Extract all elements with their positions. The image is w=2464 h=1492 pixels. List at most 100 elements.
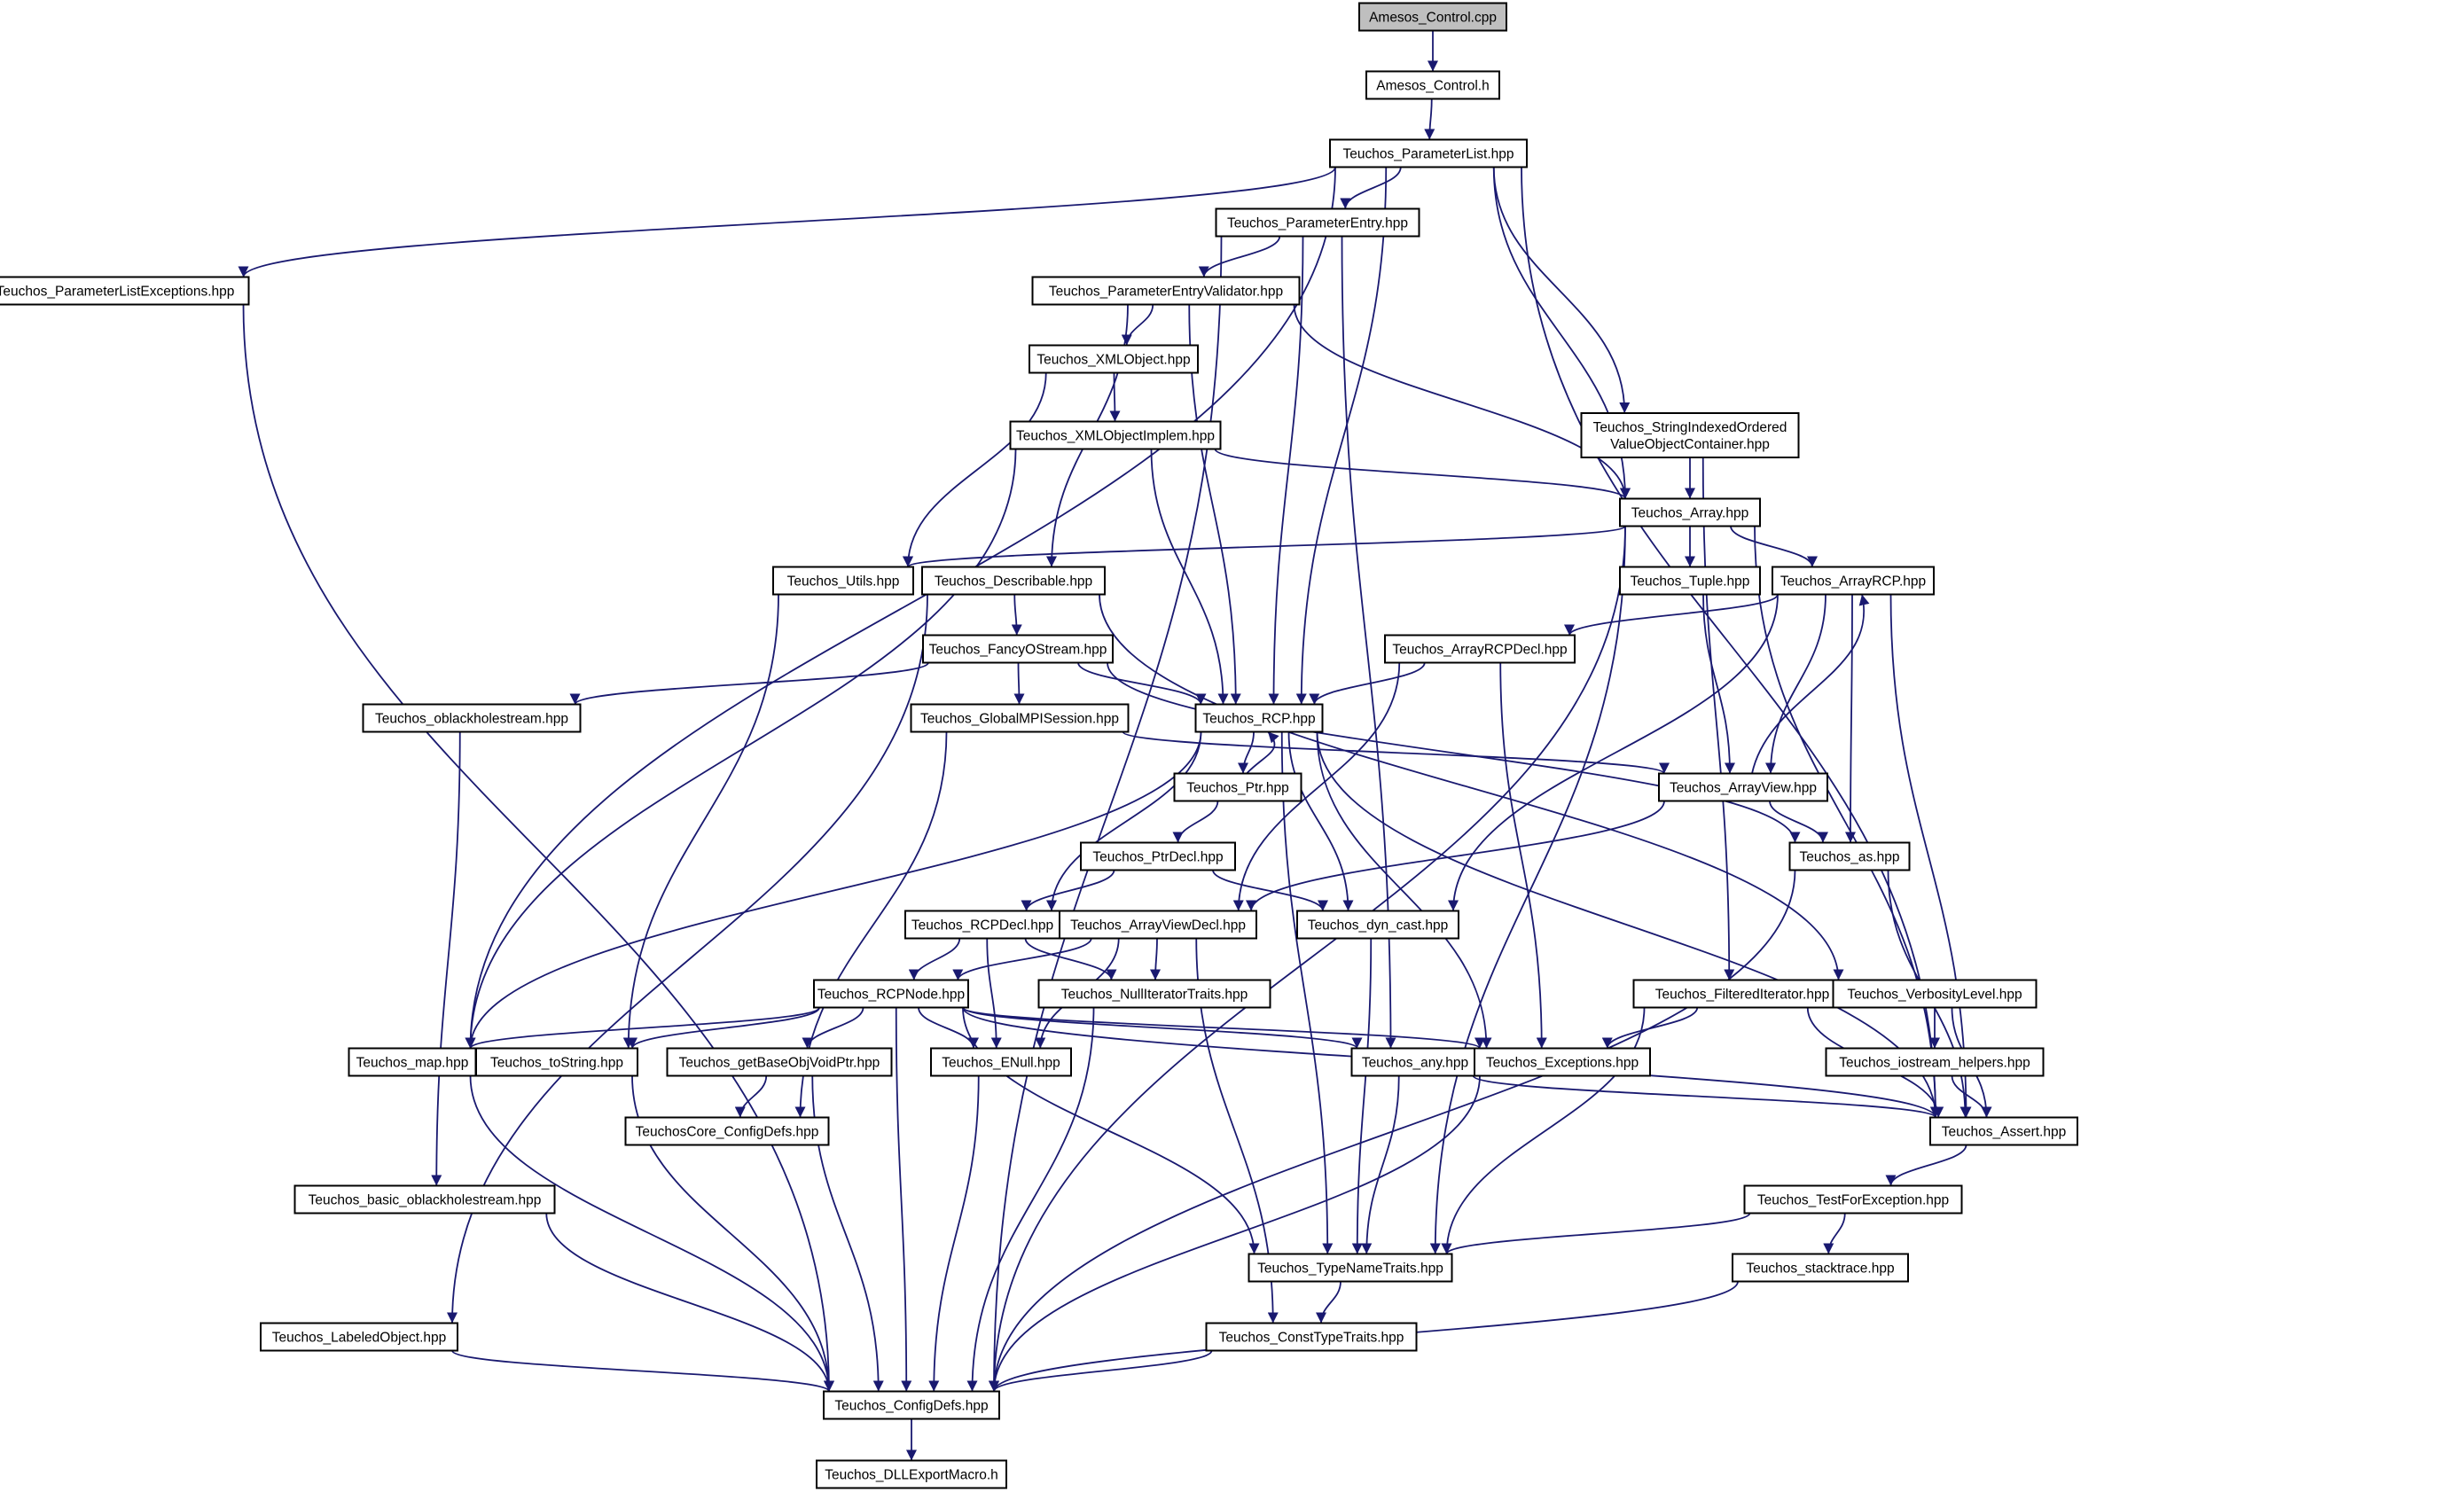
node-box — [260, 1322, 458, 1352]
edge-iostream-helpers-to-assert — [1951, 1075, 1992, 1118]
node-label: Teuchos_ConstTypeTraits.hpp — [1219, 1331, 1404, 1346]
node-arrayrcpdecl: Teuchos_ArrayRCPDecl.hpp — [1384, 634, 1576, 664]
edge-parameterentry-to-rcp — [1268, 236, 1304, 705]
node-parameterlist: Teuchos_ParameterList.hpp — [1329, 138, 1528, 168]
node-label: Teuchos_ParameterEntry.hpp — [1227, 216, 1408, 231]
node-label: Teuchos_ENull.hpp — [942, 1056, 1060, 1071]
node-box — [1029, 344, 1199, 374]
node-assert: Teuchos_Assert.hpp — [1929, 1116, 2078, 1146]
node-label: Amesos_Control.cpp — [1369, 11, 1497, 26]
edge-arrayrcp-to-dyn-cast — [1448, 594, 1779, 911]
edge-oblackholestream-to-basic-oblackholestream — [431, 731, 461, 1186]
node-label: Teuchos_basic_oblackholestream.hpp — [309, 1193, 542, 1208]
edge-arrayrcp-to-assert — [1889, 594, 1972, 1118]
node-box — [1173, 772, 1302, 802]
edge-ptr-to-rcp — [1246, 730, 1279, 775]
node-box — [1194, 703, 1324, 733]
node-rcp: Teuchos_RCP.hpp — [1194, 703, 1324, 733]
edge-arrayviewdecl-to-nulliteratortraits — [1150, 938, 1162, 980]
node-as: Teuchos_as.hpp — [1788, 841, 1911, 871]
edge-basic-oblackholestream-to-configdefs — [545, 1213, 834, 1392]
edge-arrayviewdecl-to-rcpnode — [952, 938, 1092, 980]
node-label: Teuchos_RCPNode.hpp — [817, 988, 965, 1003]
edge-tuple-to-arrayview — [1702, 594, 1735, 774]
node-label: Teuchos_XMLObject.hpp — [1036, 353, 1190, 368]
node-label: Teuchos_TypeNameTraits.hpp — [1257, 1262, 1443, 1277]
node-box — [772, 566, 914, 596]
node-box — [1825, 1047, 2045, 1077]
edge-rcp-to-rcpdecl — [1046, 731, 1202, 911]
node-box — [930, 1047, 1072, 1077]
edge-arrayview-to-arrayviewdecl — [1246, 801, 1665, 911]
node-box — [1732, 1253, 1909, 1283]
edge-array-to-utils — [903, 525, 1626, 568]
node-oblackholestream: Teuchos_oblackholestream.hpp — [362, 703, 582, 733]
edge-ptrdecl-to-dyn-cast — [1212, 870, 1328, 911]
node-iostream-helpers: Teuchos_iostream_helpers.hpp — [1825, 1047, 2045, 1077]
node-filterediterator: Teuchos_FilteredIterator.hpp — [1632, 979, 1852, 1009]
node-map: Teuchos_map.hpp — [348, 1047, 477, 1077]
node-box — [904, 910, 1060, 940]
edge-utils-to-tostring — [622, 594, 779, 1049]
node-label: Teuchos_Describable.hpp — [935, 574, 1092, 590]
node-label: Teuchos_RCP.hpp — [1202, 712, 1315, 727]
node-box — [1619, 497, 1761, 527]
edge-parameterlist-to-map — [465, 167, 1336, 1049]
edge-exceptions-to-configdefs — [989, 1075, 1481, 1392]
edge-rcpnode-to-any — [962, 1006, 1363, 1050]
node-label: Teuchos_PtrDecl.hpp — [1092, 850, 1223, 865]
edge-rcpnode-to-map — [465, 1006, 820, 1050]
edge-rcp-to-typenametraits — [1280, 731, 1334, 1254]
node-label: Teuchos_ArrayViewDecl.hpp — [1070, 918, 1246, 933]
node-box — [475, 1047, 638, 1077]
node-xmlobject: Teuchos_XMLObject.hpp — [1029, 344, 1199, 374]
node-box — [922, 634, 1114, 664]
node-box — [624, 1116, 830, 1146]
node-label: Teuchos_Array.hpp — [1631, 506, 1748, 521]
node-ptr: Teuchos_Ptr.hpp — [1173, 772, 1302, 802]
node-enull: Teuchos_ENull.hpp — [930, 1047, 1072, 1077]
edge-any-to-assert — [1472, 1074, 1941, 1119]
edge-rcpnode-to-enull — [918, 1007, 979, 1049]
dependency-edges — [238, 30, 1992, 1461]
node-dllexportmacro: Teuchos_DLLExportMacro.h — [816, 1459, 1007, 1489]
edge-array-to-configdefs — [989, 526, 1626, 1392]
edge-nulliteratortraits-to-configdefs — [966, 1007, 1095, 1392]
node-box — [1329, 138, 1528, 168]
edge-describable-to-fancyostream — [1011, 594, 1022, 636]
node-box — [1929, 1116, 2078, 1146]
edge-filterediterator-to-exceptions — [1601, 1007, 1699, 1049]
node-box — [1296, 910, 1459, 940]
edge-rcp-to-map — [465, 731, 1202, 1049]
edge-rcpnode-to-tostring — [627, 1007, 820, 1049]
node-utils: Teuchos_Utils.hpp — [772, 566, 914, 596]
node-describable: Teuchos_Describable.hpp — [921, 566, 1106, 596]
node-box — [293, 1184, 556, 1215]
node-amesos-control-cpp: Amesos_Control.cpp — [1358, 2, 1507, 32]
node-arrayview: Teuchos_ArrayView.hpp — [1658, 772, 1828, 802]
edge-ptrdecl-to-rcpdecl — [1021, 870, 1115, 911]
node-box — [1772, 566, 1935, 596]
node-box — [1474, 1047, 1651, 1077]
edge-arrayrcpdecl-to-rcp — [1309, 662, 1426, 705]
node-rcpdecl: Teuchos_RCPDecl.hpp — [904, 910, 1060, 940]
node-box — [1080, 841, 1236, 871]
node-label: Teuchos_GlobalMPISession.hpp — [920, 712, 1119, 727]
file-nodes: Amesos_Control.cppAmesos_Control.hTeucho… — [0, 2, 2078, 1489]
node-label: TeuchosCore_ConfigDefs.hpp — [636, 1125, 819, 1140]
edge-rcpnode-to-typenametraits — [962, 1007, 1260, 1254]
edge-testforexception-to-typenametraits — [1441, 1212, 1751, 1255]
node-label: Teuchos_Utils.hpp — [787, 574, 900, 590]
node-box — [348, 1047, 477, 1077]
node-parameterlistexceptions: Teuchos_ParameterListExceptions.hpp — [0, 276, 250, 306]
edge-parameterentryvalidator-to-array — [1293, 304, 1631, 499]
node-tuple: Teuchos_Tuple.hpp — [1619, 566, 1761, 596]
node-amesos-control-h: Amesos_Control.h — [1365, 70, 1500, 100]
edge-getbaseobjvoidptr-to-coreconfigdefs — [734, 1075, 768, 1118]
node-label: Teuchos_DLLExportMacro.h — [825, 1468, 998, 1483]
node-exceptions: Teuchos_Exceptions.hpp — [1474, 1047, 1651, 1077]
node-box — [910, 703, 1130, 733]
node-label: Teuchos_stacktrace.hpp — [1746, 1262, 1894, 1277]
node-label: Teuchos_map.hpp — [356, 1056, 469, 1071]
node-label: Teuchos_RCPDecl.hpp — [911, 918, 1053, 933]
